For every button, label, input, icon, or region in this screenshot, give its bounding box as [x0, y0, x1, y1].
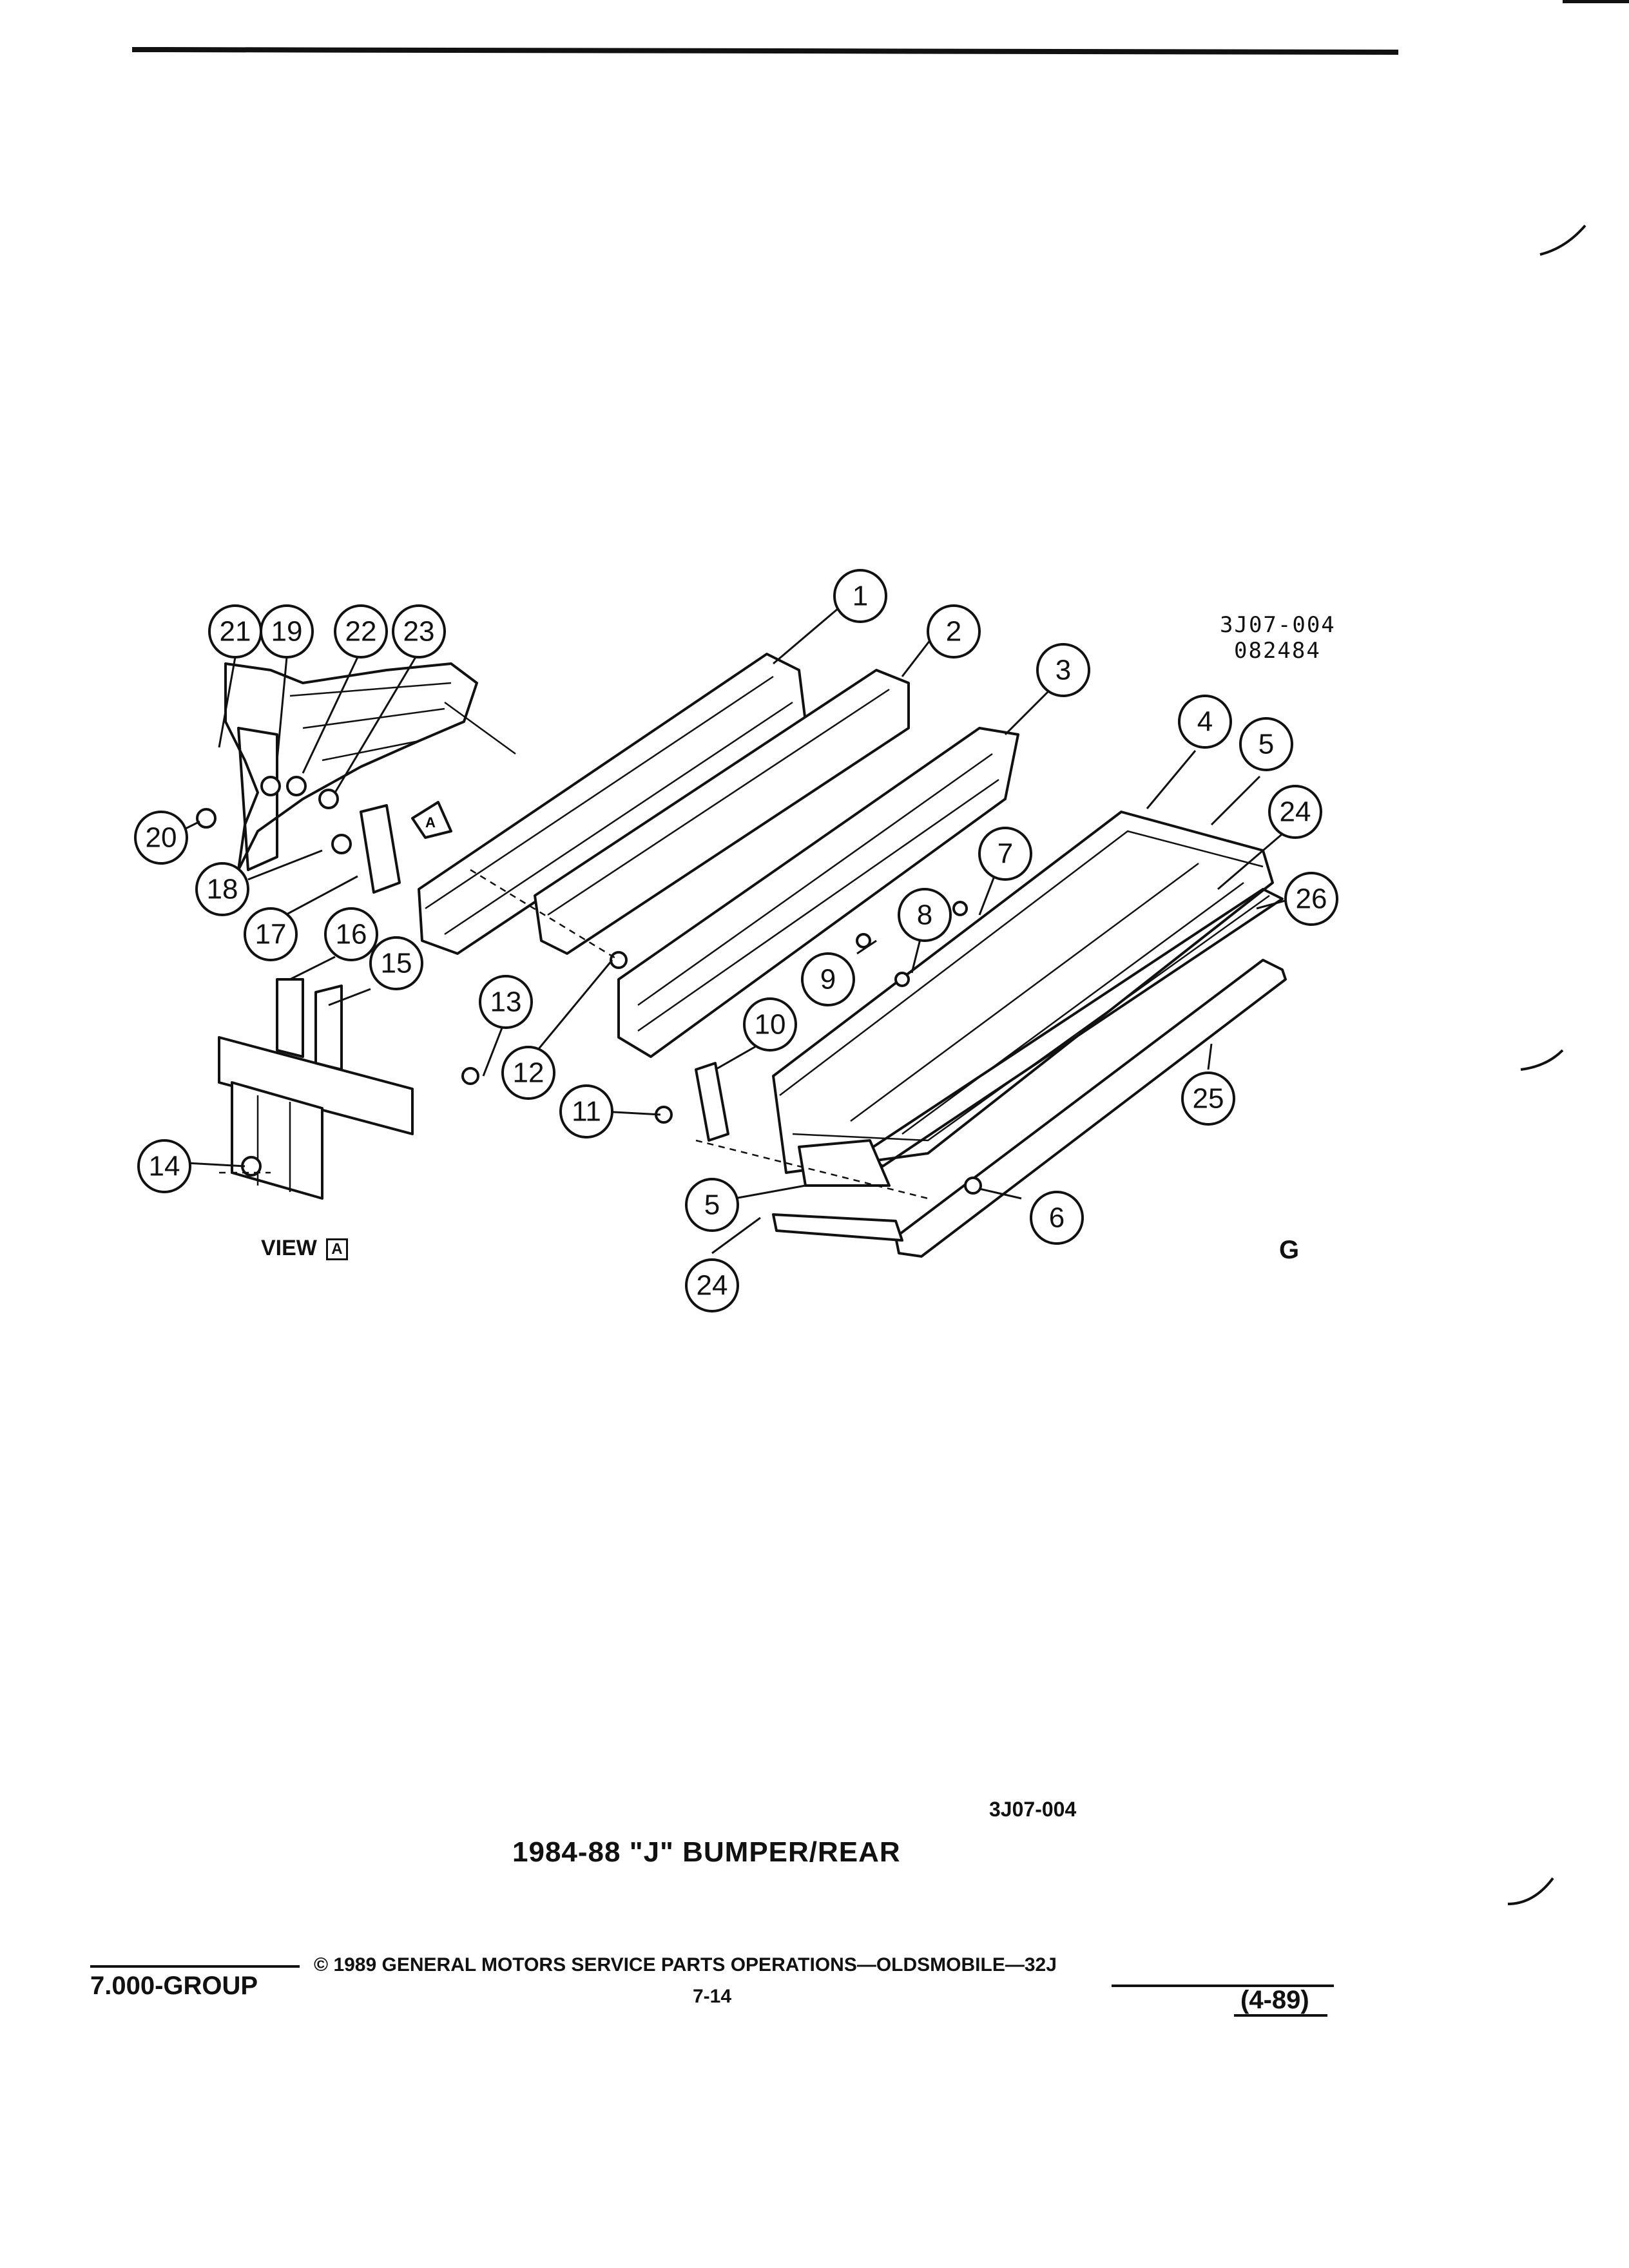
reference-code: 3J07-004 [1220, 612, 1336, 638]
svg-text:12: 12 [513, 1057, 545, 1089]
license-pocket-part-5 [798, 1139, 891, 1187]
svg-text:5: 5 [704, 1189, 720, 1221]
footer-date: (4-89) [1240, 1986, 1309, 2014]
footer-rule-date [1234, 2014, 1327, 2017]
assembly-line-1 [470, 869, 619, 961]
binding-mark-1 [1539, 224, 1586, 256]
svg-text:25: 25 [1193, 1083, 1224, 1115]
svg-text:24: 24 [697, 1270, 728, 1302]
callout-12: 12 [501, 1046, 555, 1100]
footer-rule-left [90, 1965, 300, 1968]
callout-20: 20 [134, 811, 188, 865]
callout-8: 8 [898, 888, 952, 942]
fasteners [196, 776, 982, 1195]
body-panel [224, 662, 516, 871]
svg-text:20: 20 [146, 822, 177, 854]
binding-mark-3 [1507, 1877, 1554, 1905]
page-title: 1984-88 "J" BUMPER/REAR [512, 1836, 901, 1868]
svg-text:24: 24 [1280, 796, 1311, 828]
leader-lines [180, 608, 1293, 1254]
view-box: A [325, 1238, 348, 1261]
svg-text:14: 14 [149, 1151, 180, 1182]
corner-mark [1563, 0, 1629, 3]
callout-10: 10 [743, 997, 797, 1052]
callout-22: 22 [334, 604, 388, 658]
fascia-part-4 [772, 811, 1274, 1174]
callout-3: 3 [1036, 643, 1090, 697]
svg-text:7: 7 [998, 838, 1013, 870]
callout-21: 21 [208, 604, 262, 658]
callout-15: 15 [369, 936, 423, 990]
footer-rule-right [1112, 1984, 1334, 1987]
footer-group: 7.000-GROUP [90, 1972, 258, 2000]
callout-16: 16 [324, 907, 378, 961]
callout-13: 13 [479, 975, 533, 1029]
callout-4: 4 [1178, 695, 1232, 749]
assembly-line-2 [695, 1139, 929, 1200]
callout-14: 14 [137, 1139, 191, 1193]
svg-text:26: 26 [1296, 883, 1327, 915]
callout-7: 7 [978, 827, 1032, 881]
view-a-marker: A [411, 801, 452, 839]
svg-text:8: 8 [917, 899, 932, 931]
svg-text:11: 11 [572, 1096, 601, 1128]
callout-5: 5 [1239, 717, 1293, 771]
bracket-17 [360, 804, 401, 894]
energy-absorber-part-3 [617, 727, 1019, 1058]
footer-copyright: © 1989 GENERAL MOTORS SERVICE PARTS OPER… [314, 1954, 1057, 1975]
callout-1: 1 [833, 569, 887, 623]
callout-25: 25 [1181, 1072, 1235, 1126]
callout-17: 17 [244, 907, 298, 961]
svg-text:4: 4 [1197, 706, 1213, 738]
svg-text:23: 23 [403, 616, 435, 648]
svg-text:2: 2 [946, 616, 961, 648]
callout-2: 2 [927, 604, 981, 658]
footer-page-number: 7-14 [693, 1986, 732, 2007]
svg-text:10: 10 [755, 1009, 786, 1041]
energy-absorber-part-2 [534, 669, 910, 955]
callout-24-lower: 24 [685, 1258, 739, 1312]
svg-text:5: 5 [1258, 729, 1274, 760]
svg-text:9: 9 [820, 964, 836, 995]
svg-text:16: 16 [336, 919, 367, 950]
svg-text:18: 18 [207, 874, 238, 905]
callout-23: 23 [392, 604, 446, 658]
callout-11: 11 [559, 1084, 613, 1139]
svg-text:13: 13 [490, 986, 522, 1018]
strip-part-24-lower [772, 1213, 903, 1242]
callout-24: 24 [1268, 785, 1322, 839]
view-label: VIEW A [261, 1236, 348, 1261]
callout-5-lower: 5 [685, 1178, 739, 1232]
molding-part-25 [894, 959, 1287, 1258]
callout-26: 26 [1284, 872, 1338, 926]
reference-date-code: 082484 [1234, 638, 1321, 664]
svg-text:15: 15 [381, 948, 412, 979]
binding-mark-2 [1520, 1049, 1564, 1071]
svg-text:1: 1 [853, 581, 868, 612]
bracket-part-10 [695, 1062, 729, 1142]
callout-19: 19 [260, 604, 314, 658]
svg-text:3: 3 [1055, 655, 1071, 686]
view-label-text: VIEW [261, 1236, 317, 1260]
gm-logo: G [1279, 1236, 1300, 1264]
svg-text:17: 17 [255, 919, 287, 950]
svg-text:21: 21 [220, 616, 251, 648]
callout-6: 6 [1030, 1191, 1084, 1245]
svg-text:6: 6 [1049, 1202, 1065, 1234]
svg-text:A: A [425, 814, 436, 831]
svg-text:22: 22 [345, 616, 377, 648]
figure-code: 3J07-004 [989, 1798, 1077, 1821]
callout-9: 9 [801, 952, 855, 1006]
callout-18: 18 [195, 862, 249, 916]
svg-text:19: 19 [271, 616, 303, 648]
